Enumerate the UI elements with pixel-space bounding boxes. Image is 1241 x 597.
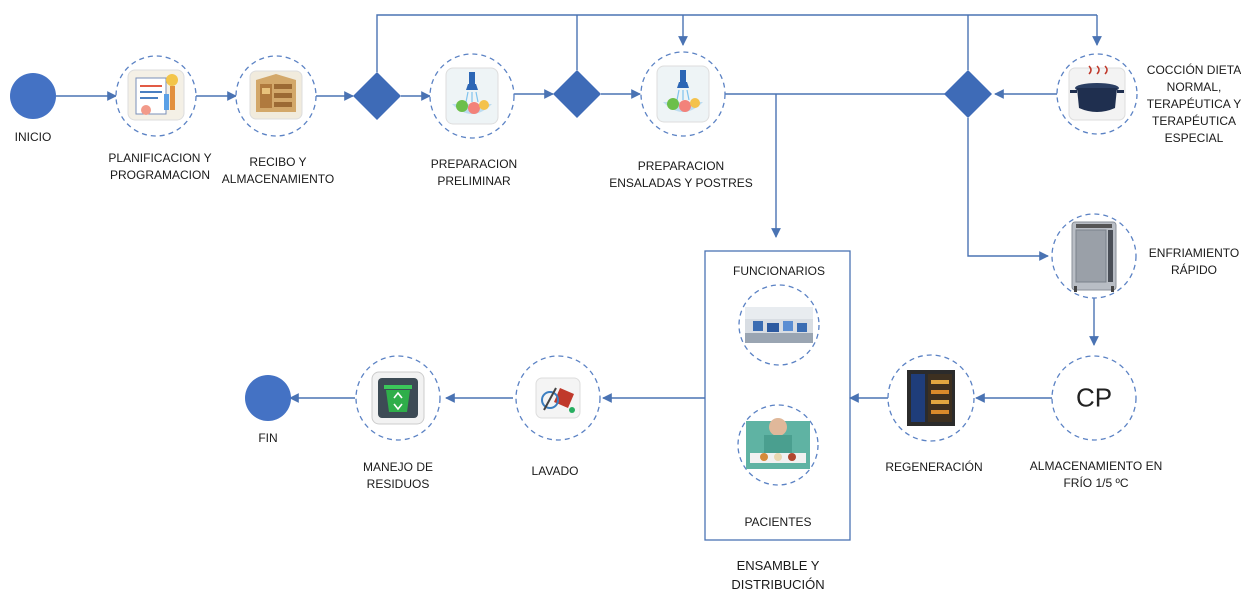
regeneracion-label: REGENERACIÓN [885,460,983,474]
cooking-pot-icon [1068,65,1126,121]
ensaladas-label: PREPARACION ENSALADAS Y POSTRES [609,159,753,190]
decision-diamond-3 [944,70,992,118]
fin-node [245,375,291,421]
planificacion-label: PLANIFICACION Y PROGRAMACION [108,151,212,182]
decision-diamond-1 [353,72,401,120]
fin-label: FIN [258,431,278,445]
washing-vegetables-icon [445,67,499,125]
patient-tray-photo [746,418,810,469]
ensamble-distribucion-box [704,250,851,541]
almacenamiento-frio-label: ALMACENAMIENTO EN FRÍO 1/5 ºC [1029,459,1163,490]
staff-dining-photo [745,307,813,343]
inicio-node [10,73,56,119]
pacientes-label: PACIENTES [744,515,812,529]
storage-room-icon [249,70,303,120]
preliminar-label: PREPARACION PRELIMINAR [430,157,518,188]
planning-charts-icon [127,69,185,121]
recibo-label: RECIBO Y ALMACENAMIENTO [221,155,335,186]
recycle-bin-icon [371,371,425,425]
washing-vegetables-icon [656,65,710,123]
inicio-label: INICIO [14,130,52,144]
blast-chiller-icon [1071,221,1117,292]
cp-symbol: CP [1075,382,1113,413]
decision-diamond-2 [553,70,601,118]
cp-circle [1051,355,1137,441]
connector-lines [56,14,1102,403]
funcionarios-label: FUNCIONARIOS [732,264,826,278]
cleaning-tools-icon [535,377,581,419]
enfriamiento-label: ENFRIAMIENTO RÁPIDO [1148,246,1240,277]
lavado-label: LAVADO [531,464,579,478]
top-bus-line [376,14,1097,72]
coccion-label: COCCIÓN DIETA NORMAL, TERAPÉUTICA Y TERA… [1146,63,1241,145]
residuos-label: MANEJO DE RESIDUOS [362,460,434,491]
ensamble-label: ENSAMBLE Y DISTRIBUCIÓN [731,558,825,592]
regeneration-oven-icon [907,370,955,426]
arrow-decision3-enfriamiento [967,118,1049,261]
